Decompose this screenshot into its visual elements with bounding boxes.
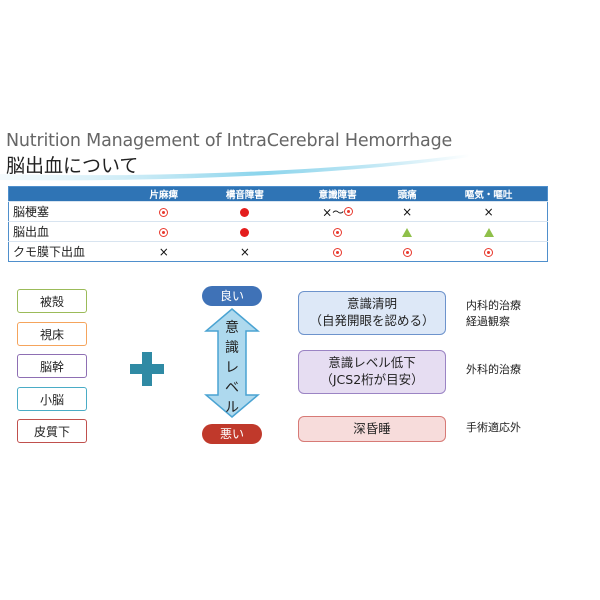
triangle-symbol: [402, 227, 413, 237]
triangle-symbol: [483, 227, 494, 237]
cell-cerebral-infarction-nausea: ×: [430, 201, 548, 222]
cell-cerebral-infarction-hemiplegia: [129, 201, 199, 222]
cell-subarachnoid-hemorrhage-consciousness: [291, 241, 384, 262]
treatment-not-indicated: 手術適応外: [466, 421, 521, 434]
cross-range-text: ×～: [322, 205, 345, 219]
box-reduced-consciousness: 意識レベル低下 （JCS2桁が目安）: [298, 350, 446, 394]
cell-cerebral-infarction-headache: ×: [383, 201, 431, 222]
circle-symbol: [402, 247, 412, 257]
circle-symbol: [159, 227, 169, 237]
cross-to-circle-symbol: ×～: [322, 205, 354, 219]
box-deep-coma: 深昏睡: [298, 416, 446, 442]
location-box-brainstem: 脳幹: [17, 354, 87, 378]
table-header-corner: [8, 186, 129, 202]
cell-subarachnoid-hemorrhage-hemiplegia: ×: [129, 241, 199, 262]
box-alert-consciousness: 意識清明 （自発開眼を認める）: [298, 291, 446, 335]
level-char: ル: [225, 400, 239, 416]
row-label-cerebral-infarction: 脳梗塞: [8, 201, 129, 222]
circle-symbol: [484, 247, 494, 257]
consciousness-level-label: 意識レベル: [220, 318, 244, 418]
level-char: レ: [225, 360, 239, 376]
cross-symbol: ×: [483, 204, 494, 219]
box-reduced-line2: （JCS2桁が目安）: [320, 372, 424, 387]
cell-intracerebral-hemorrhage-headache: [383, 221, 431, 242]
level-char: 識: [225, 340, 239, 356]
treatment-surgical: 外科的治療: [466, 363, 521, 376]
table-row-subarachnoid-hemorrhage: クモ膜下出血 × ×: [8, 241, 548, 262]
table-header-headache: 頭痛: [383, 186, 431, 202]
table-header-consciousness: 意識障害: [291, 186, 384, 202]
circle-symbol: [344, 207, 354, 216]
cell-intracerebral-hemorrhage-consciousness: [291, 221, 384, 242]
good-label-pill: 良い: [202, 286, 262, 306]
box-reduced-line1: 意識レベル低下: [328, 355, 416, 370]
location-box-thalamus: 視床: [17, 321, 87, 346]
circle-symbol: [333, 227, 343, 237]
cell-intracerebral-hemorrhage-nausea: [430, 221, 548, 242]
plus-icon: [130, 352, 164, 386]
bad-label-pill: 悪い: [202, 424, 262, 444]
circle-symbol: [159, 207, 169, 217]
circle-symbol: [333, 247, 343, 257]
cross-symbol: ×: [158, 244, 169, 259]
cell-cerebral-infarction-consciousness: ×～: [291, 201, 384, 222]
cross-symbol: ×: [239, 244, 250, 259]
slide-title-english: Nutrition Management of IntraCerebral He…: [6, 131, 453, 151]
level-char: ベ: [225, 380, 239, 396]
treatment-medical: 内科的治療 経過観察: [466, 298, 521, 330]
table-row-intracerebral-hemorrhage: 脳出血: [8, 221, 548, 242]
symptom-comparison-table: 片麻痺 構音障害 意識障害 頭痛 嘔気・嘔吐 脳梗塞 ×～ × × 脳出血クモ膜下出血 ×…: [8, 186, 548, 262]
table-header-row: 片麻痺 構音障害 意識障害 頭痛 嘔気・嘔吐: [8, 186, 548, 202]
cell-subarachnoid-hemorrhage-dysarthria: ×: [198, 241, 292, 262]
filled-dot-symbol: [240, 207, 250, 217]
row-label-intracerebral-hemorrhage: 脳出血: [8, 221, 129, 242]
table-header-hemiplegia: 片麻痺: [129, 186, 199, 202]
box-alert-line2: （自発開眼を認める）: [309, 313, 435, 328]
location-box-cerebellum: 小脳: [17, 386, 87, 411]
table-row-cerebral-infarction: 脳梗塞 ×～ × ×: [8, 201, 548, 222]
cross-symbol: ×: [402, 204, 413, 219]
row-label-subarachnoid-hemorrhage: クモ膜下出血: [8, 241, 129, 262]
title-swoosh-decoration: [0, 154, 470, 181]
cell-subarachnoid-hemorrhage-headache: [383, 241, 431, 262]
table-header-dysarthria: 構音障害: [198, 186, 292, 202]
cell-intracerebral-hemorrhage-dysarthria: [198, 221, 292, 242]
cell-intracerebral-hemorrhage-hemiplegia: [129, 221, 199, 242]
slide-title-japanese: 脳出血について: [6, 155, 139, 177]
treatment-medical-line2: 経過観察: [466, 315, 510, 328]
cell-cerebral-infarction-dysarthria: [198, 201, 292, 222]
level-char: 意: [225, 320, 239, 336]
cell-subarachnoid-hemorrhage-nausea: [430, 241, 548, 262]
location-box-subcortical: 皮質下: [17, 419, 87, 443]
box-alert-line1: 意識清明: [346, 296, 397, 311]
consciousness-level-arrow: [204, 308, 260, 418]
treatment-medical-line1: 内科的治療: [466, 299, 521, 312]
table-header-nausea: 嘔気・嘔吐: [430, 186, 548, 202]
location-box-putamen: 被殻: [17, 289, 87, 313]
filled-dot-symbol: [240, 227, 250, 237]
